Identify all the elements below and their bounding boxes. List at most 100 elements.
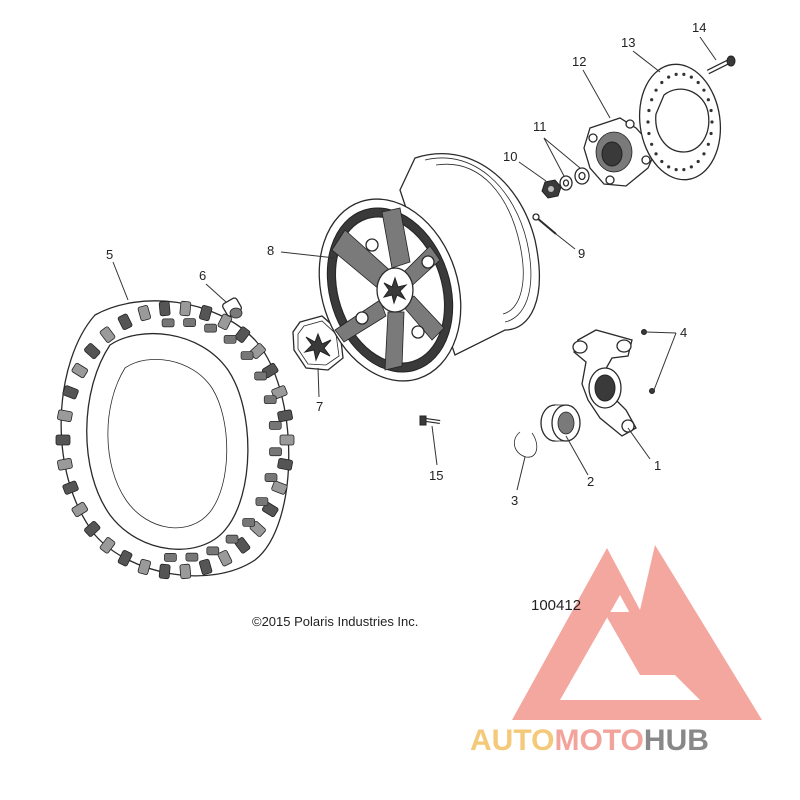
callout-14: 14 <box>692 20 706 35</box>
disc-hole <box>706 142 710 146</box>
tread-block <box>185 552 199 562</box>
disc-hole <box>689 75 693 79</box>
tire-part <box>55 300 295 580</box>
callout-1: 1 <box>654 458 661 473</box>
callout-11: 11 <box>533 119 547 134</box>
disc-hole <box>682 72 686 76</box>
tread-block <box>240 351 254 360</box>
tread-block <box>158 563 171 580</box>
callout-6: 6 <box>199 268 206 283</box>
tread-block <box>179 563 192 580</box>
disc-hole <box>647 108 651 113</box>
tread-block <box>204 323 217 333</box>
tread-block <box>62 480 79 495</box>
watermark-text-moto: MOTO <box>554 724 643 757</box>
disc-hole <box>667 75 671 79</box>
snap-ring-part <box>513 431 538 458</box>
disc-hole <box>660 159 664 164</box>
callout-5: 5 <box>106 247 113 262</box>
tread-block <box>179 300 192 317</box>
watermark-text: AUTOMOTOHUB <box>470 724 709 757</box>
disc-hole <box>647 131 651 136</box>
disc-hole <box>709 131 713 136</box>
tread-block <box>137 305 152 322</box>
bolt-part <box>706 55 736 75</box>
wheel-hub-part <box>583 117 657 187</box>
disc-hole <box>654 88 658 92</box>
callout-12: 12 <box>572 54 586 69</box>
disc-hole <box>654 152 658 156</box>
tread-block <box>225 534 239 544</box>
disc-hole <box>702 152 706 156</box>
tread-block <box>206 546 220 556</box>
tread-block <box>254 371 268 381</box>
tread-block <box>117 549 133 567</box>
tread-block <box>62 385 79 400</box>
callout-8: 8 <box>267 243 274 258</box>
disc-hole <box>650 142 654 146</box>
disc-hole <box>660 80 664 85</box>
disc-hole <box>682 168 686 172</box>
callout-4: 4 <box>680 325 687 340</box>
tread-block <box>264 473 278 482</box>
tread-block <box>183 318 196 327</box>
steering-knuckle-part <box>572 329 637 437</box>
disc-hole <box>674 72 678 76</box>
tread-block <box>277 409 293 423</box>
callout-3: 3 <box>511 493 518 508</box>
disc-hole <box>689 165 693 169</box>
tread-block <box>277 457 293 471</box>
valve-stem-part <box>222 297 243 319</box>
tread-block <box>158 300 171 317</box>
cotter-pin-part <box>532 213 557 235</box>
wheel-stud-part <box>419 415 441 426</box>
pin-part <box>641 329 655 394</box>
disc-hole <box>696 159 700 164</box>
watermark-logo <box>512 545 762 720</box>
tread-block <box>271 480 288 495</box>
callout-13: 13 <box>621 35 635 50</box>
tire-tread <box>55 300 295 580</box>
tread-block <box>84 520 101 537</box>
wheel-rim-part <box>318 153 540 382</box>
disc-hole <box>667 165 671 169</box>
disc-hole <box>696 80 700 85</box>
tread-block <box>71 501 89 518</box>
watermark-text-hub: HUB <box>644 724 709 757</box>
callout-10: 10 <box>503 149 517 164</box>
tread-block <box>269 447 282 457</box>
callout-15: 15 <box>429 468 443 483</box>
tread-block <box>99 326 116 343</box>
tread-block <box>117 313 133 331</box>
tread-block <box>268 421 282 430</box>
tread-block <box>223 334 237 344</box>
tread-block <box>161 318 175 328</box>
tread-block <box>57 409 73 423</box>
tread-block <box>198 305 213 322</box>
tread-block <box>137 558 152 575</box>
callout-7: 7 <box>316 399 323 414</box>
callout-9: 9 <box>578 246 585 261</box>
hub-cap-part <box>292 315 344 371</box>
drawing-number: 100412 <box>531 597 581 614</box>
disc-hole <box>674 168 678 172</box>
disc-hole <box>706 98 710 102</box>
tread-block <box>71 362 89 379</box>
tread-block <box>164 553 177 562</box>
disc-hole <box>646 120 650 124</box>
castle-nut-part <box>541 179 562 199</box>
watermark-text-auto: AUTO <box>470 724 554 757</box>
copyright-text: ©2015 Polaris Industries Inc. <box>252 614 418 629</box>
tread-block <box>198 558 213 575</box>
tread-block <box>57 457 73 471</box>
brake-disc-part <box>638 63 722 181</box>
callout-labels: 1 2 3 4 5 6 7 8 9 10 11 12 13 14 15 <box>106 20 706 508</box>
tread-block <box>234 326 251 343</box>
tread-block <box>84 343 101 360</box>
tread-block <box>279 434 295 446</box>
washers-part <box>559 167 590 191</box>
tread-block <box>255 497 269 506</box>
disc-hole <box>702 88 706 92</box>
disc-hole <box>710 120 714 124</box>
